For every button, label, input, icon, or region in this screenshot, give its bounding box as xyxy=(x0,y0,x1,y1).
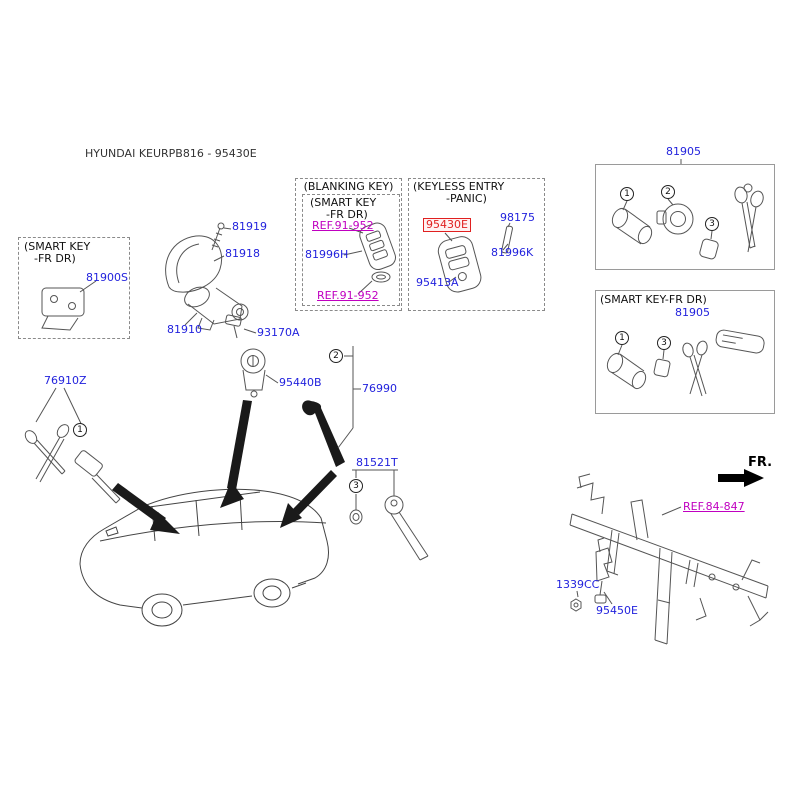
key-set-81905-box xyxy=(595,164,775,270)
callout-1-box2: 1 xyxy=(615,331,629,345)
key-set-art xyxy=(24,387,121,504)
crossmember-art xyxy=(569,473,769,645)
callout-bracket-lines xyxy=(337,346,361,449)
smart-key-fob-art xyxy=(343,222,396,295)
smart-key-left-title-line1: (SMART KEY xyxy=(24,240,91,253)
callout-1-box1: 1 xyxy=(620,187,634,201)
part-label-81905-mid[interactable]: 81905 xyxy=(675,306,710,319)
part-label-81910[interactable]: 81910 xyxy=(167,323,202,336)
part-label-95413a[interactable]: 95413A xyxy=(416,276,459,289)
callout-2: 2 xyxy=(329,349,343,363)
keyless-entry-box xyxy=(408,178,545,311)
part-label-76910z[interactable]: 76910Z xyxy=(44,374,87,387)
ignition-lock-art xyxy=(184,286,249,331)
smart-key-right-box-title: (SMART KEY-FR DR) xyxy=(600,293,707,306)
smart-key-inner-title-line1: (SMART KEY xyxy=(310,196,377,209)
lock-cylinder-art xyxy=(240,348,279,398)
smart-key-inner-title-line2: -FR DR) xyxy=(326,208,368,221)
part-label-76990[interactable]: 76990 xyxy=(362,382,397,395)
sensor-bracket-art xyxy=(594,537,613,605)
ref-link-84-847[interactable]: REF.84-847 xyxy=(683,500,745,513)
callout-1: 1 xyxy=(73,423,87,437)
ref-link-91-952-bottom[interactable]: REF.91-952 xyxy=(317,289,379,302)
box2-parts-art xyxy=(606,329,765,397)
callout-3-box2: 3 xyxy=(657,336,671,350)
box1-parts-art xyxy=(611,183,764,260)
steering-shroud-art xyxy=(165,235,225,293)
screw-art xyxy=(211,222,232,251)
part-label-98175[interactable]: 98175 xyxy=(500,211,535,224)
pointer-arrows xyxy=(112,400,337,534)
callout-3: 3 xyxy=(349,479,363,493)
part-label-95440b[interactable]: 95440B xyxy=(279,376,322,389)
smart-key-fr-dr-left-box xyxy=(18,237,130,339)
part-label-81919[interactable]: 81919 xyxy=(232,220,267,233)
page-title: HYUNDAI KEURPB816 - 95430E xyxy=(85,147,257,160)
part-label-1339cc[interactable]: 1339CC xyxy=(556,578,600,591)
part-label-81521t[interactable]: 81521T xyxy=(356,456,398,469)
fr-arrow-icon xyxy=(718,469,764,487)
part-label-81918[interactable]: 81918 xyxy=(225,247,260,260)
callout-3-box1: 3 xyxy=(705,217,719,231)
part-label-81900s[interactable]: 81900S xyxy=(86,271,128,284)
keyless-remote-art xyxy=(437,222,513,293)
blanking-key-box xyxy=(295,178,402,311)
callout-2-box1: 2 xyxy=(661,185,675,199)
smart-key-inner-box xyxy=(302,194,400,306)
switch-art xyxy=(224,314,257,339)
blanking-key-box-title: (BLANKING KEY) xyxy=(303,180,394,193)
fr-direction-label: FR. xyxy=(748,455,773,470)
part-label-95450e[interactable]: 95450E xyxy=(596,604,638,617)
keyless-entry-title-line2: -PANIC) xyxy=(446,192,487,205)
smart-key-left-title-line2: -FR DR) xyxy=(34,252,76,265)
part-label-93170a[interactable]: 93170A xyxy=(257,326,300,339)
key-blade-art xyxy=(302,400,345,467)
part-label-95430e-highlighted[interactable]: 95430E xyxy=(423,218,471,232)
part-label-81905-top[interactable]: 81905 xyxy=(666,145,701,158)
keyless-entry-title-line1: (KEYLESS ENTRY xyxy=(413,180,505,193)
smart-key-fr-dr-right-box xyxy=(595,290,775,414)
part-label-81996h[interactable]: 81996H xyxy=(305,248,349,261)
key-81521t-art xyxy=(349,469,429,561)
part-label-81996k[interactable]: 81996K xyxy=(491,246,534,259)
ref-link-91-952-top[interactable]: REF.91-952 xyxy=(312,219,374,232)
nut-art xyxy=(570,590,582,612)
smart-key-module-art xyxy=(41,280,97,331)
